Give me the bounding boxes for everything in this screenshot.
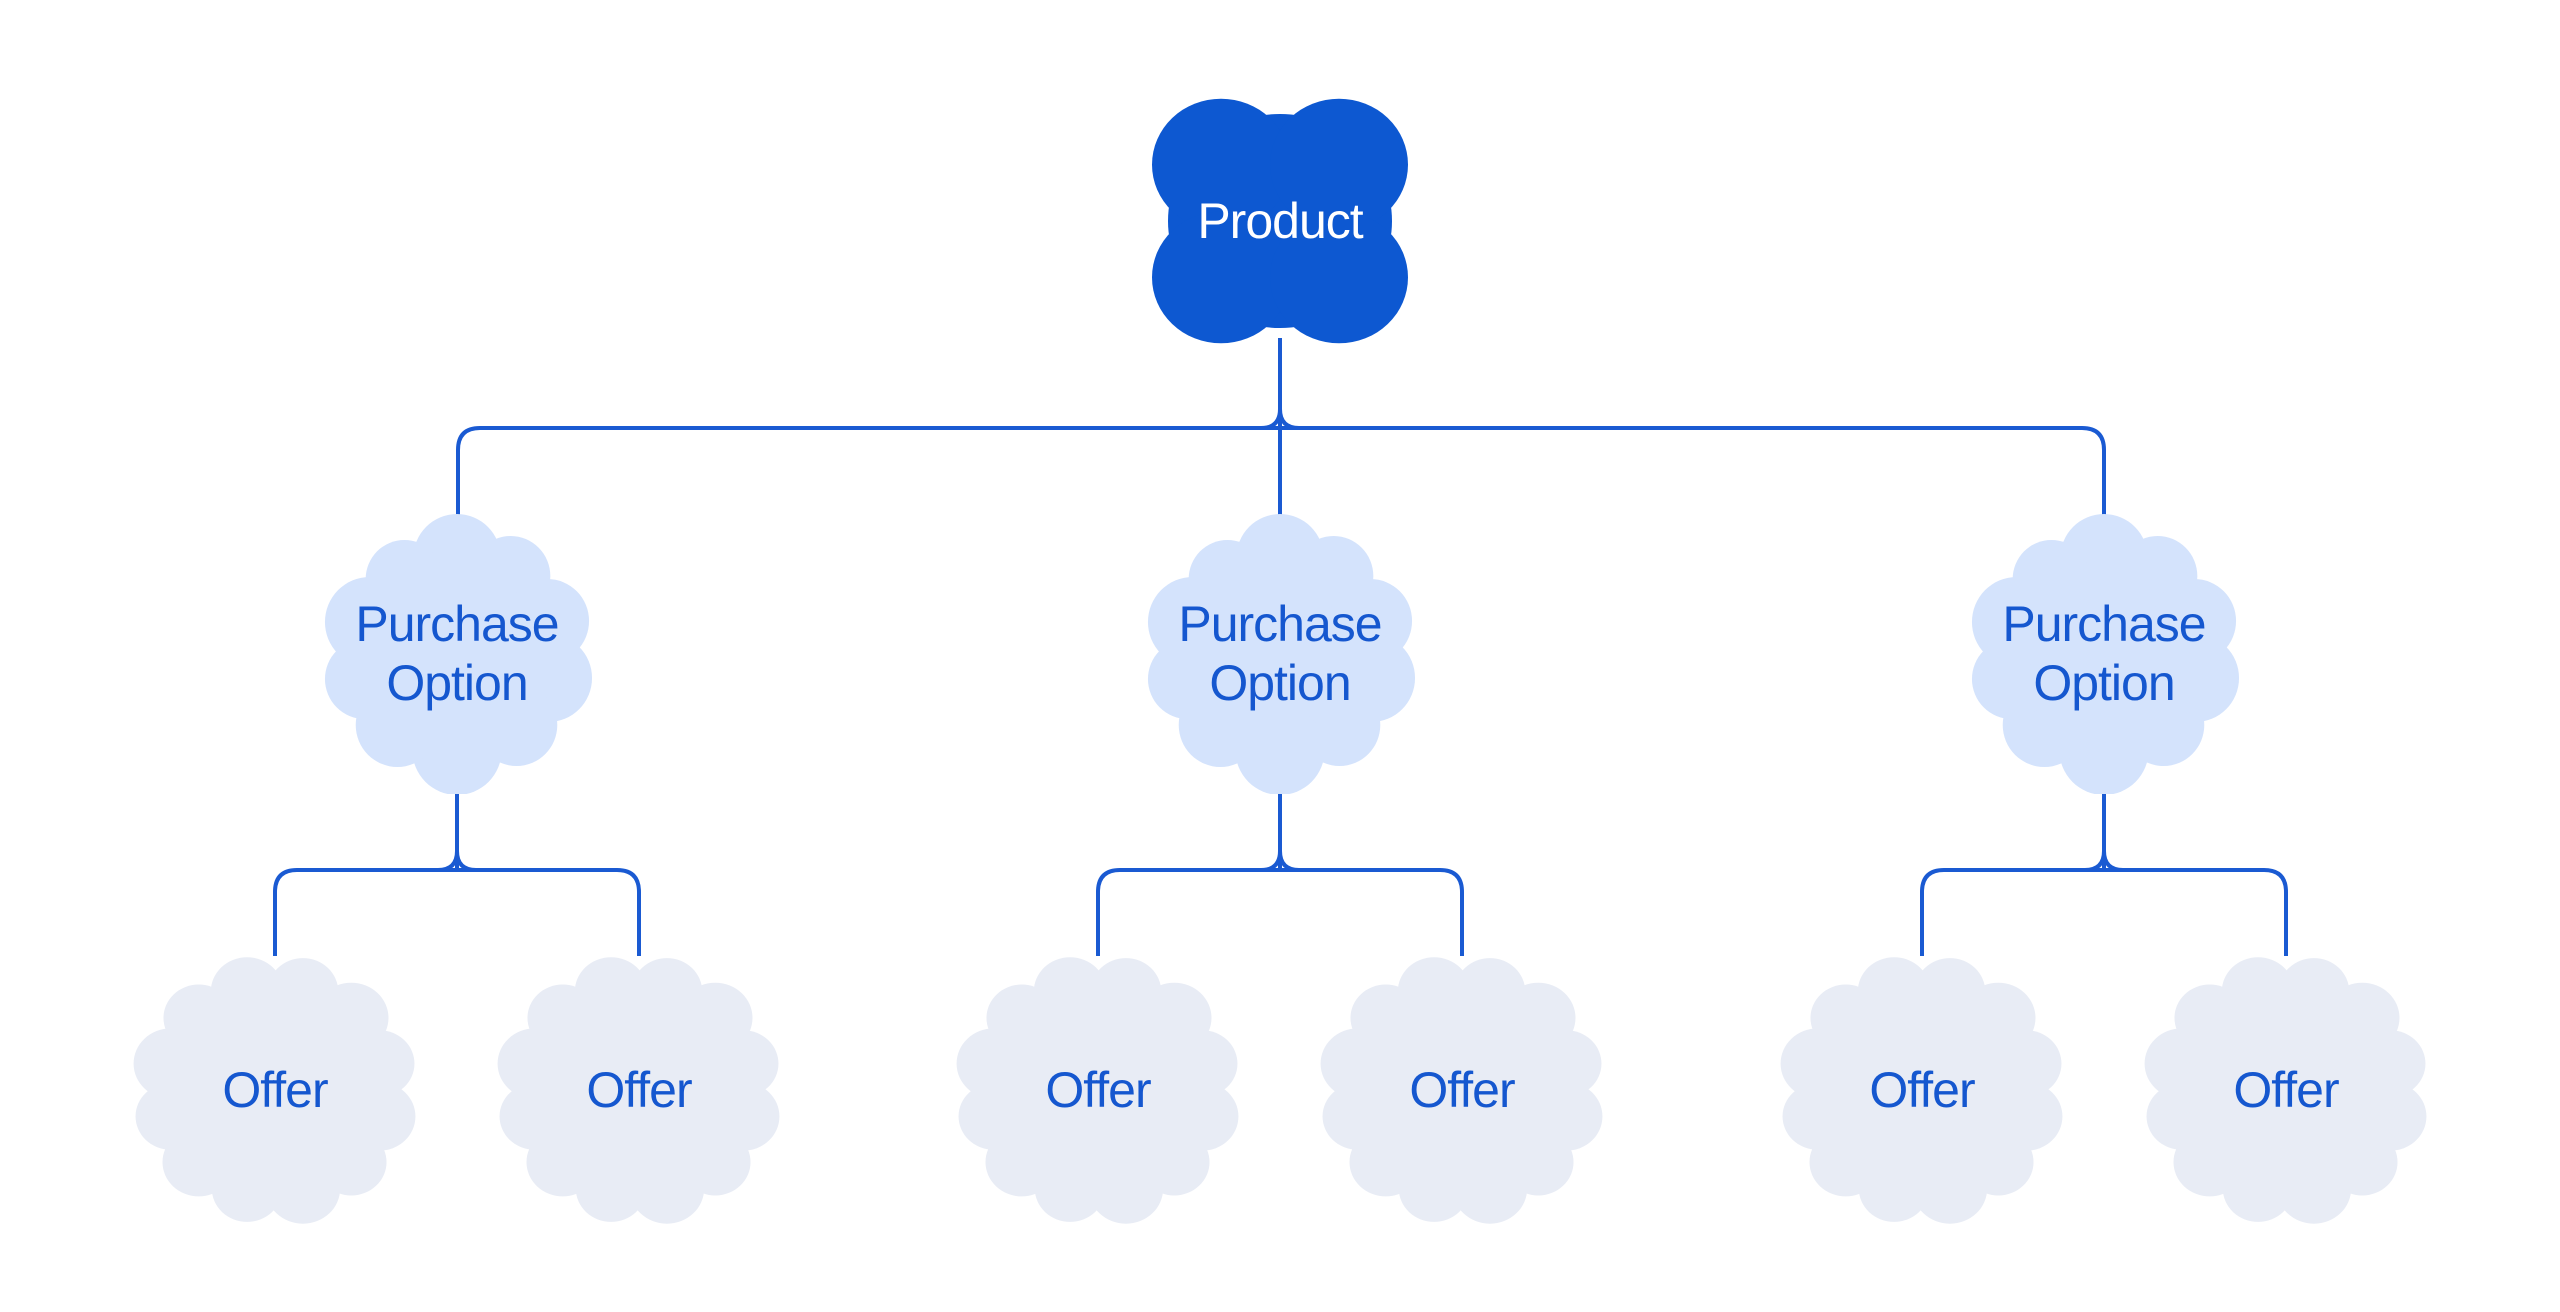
offer-label: Offer xyxy=(2233,1061,2339,1118)
po-1-fillet-right xyxy=(455,850,477,872)
offer-node-2: Offer xyxy=(492,951,786,1229)
purchase-option-node-3: Purchase Option xyxy=(1965,514,2243,794)
purchase-option-label-text: Purchase Option xyxy=(2002,596,2206,711)
root-rail xyxy=(456,426,2106,516)
po-2-fillet-left xyxy=(1260,850,1282,872)
purchase-option-label-text: Purchase Option xyxy=(355,596,559,711)
offer-label: Offer xyxy=(1045,1061,1151,1118)
root-junction-fillet-right xyxy=(1278,408,1300,430)
purchase-option-node-2: Purchase Option xyxy=(1141,514,1419,794)
connector-purchase-option-1-to-offers xyxy=(273,790,641,956)
offer-node-6: Offer xyxy=(2139,951,2433,1229)
po-2-rail xyxy=(1096,868,1464,956)
offer-label: Offer xyxy=(222,1061,328,1118)
po-3-fillet-left xyxy=(2084,850,2106,872)
product-node: Product xyxy=(1145,92,1415,350)
root-junction-fillet-left xyxy=(1260,408,1282,430)
po-2-fillet-right xyxy=(1278,850,1300,872)
connector-root-to-purchase-options xyxy=(456,338,2106,516)
offer-node-3: Offer xyxy=(951,951,1245,1229)
po-3-fillet-right xyxy=(2102,850,2124,872)
offer-label: Offer xyxy=(1869,1061,1975,1118)
purchase-option-node-1: Purchase Option xyxy=(318,514,596,794)
connector-purchase-option-3-to-offers xyxy=(1920,790,2288,956)
purchase-option-label: Purchase Option xyxy=(1965,514,2243,794)
offer-node-1: Offer xyxy=(128,951,422,1229)
purchase-option-label: Purchase Option xyxy=(1141,514,1419,794)
offer-label: Offer xyxy=(1409,1061,1515,1118)
connector-purchase-option-2-to-offers xyxy=(1096,790,1464,956)
po-1-rail xyxy=(273,868,641,956)
purchase-option-label: Purchase Option xyxy=(318,514,596,794)
po-1-fillet-left xyxy=(437,850,459,872)
offer-node-5: Offer xyxy=(1775,951,2069,1229)
offer-label: Offer xyxy=(586,1061,692,1118)
product-label: Product xyxy=(1197,192,1363,249)
offer-node-4: Offer xyxy=(1315,951,1609,1229)
purchase-option-label-text: Purchase Option xyxy=(1178,596,1382,711)
po-3-rail xyxy=(1920,868,2288,956)
